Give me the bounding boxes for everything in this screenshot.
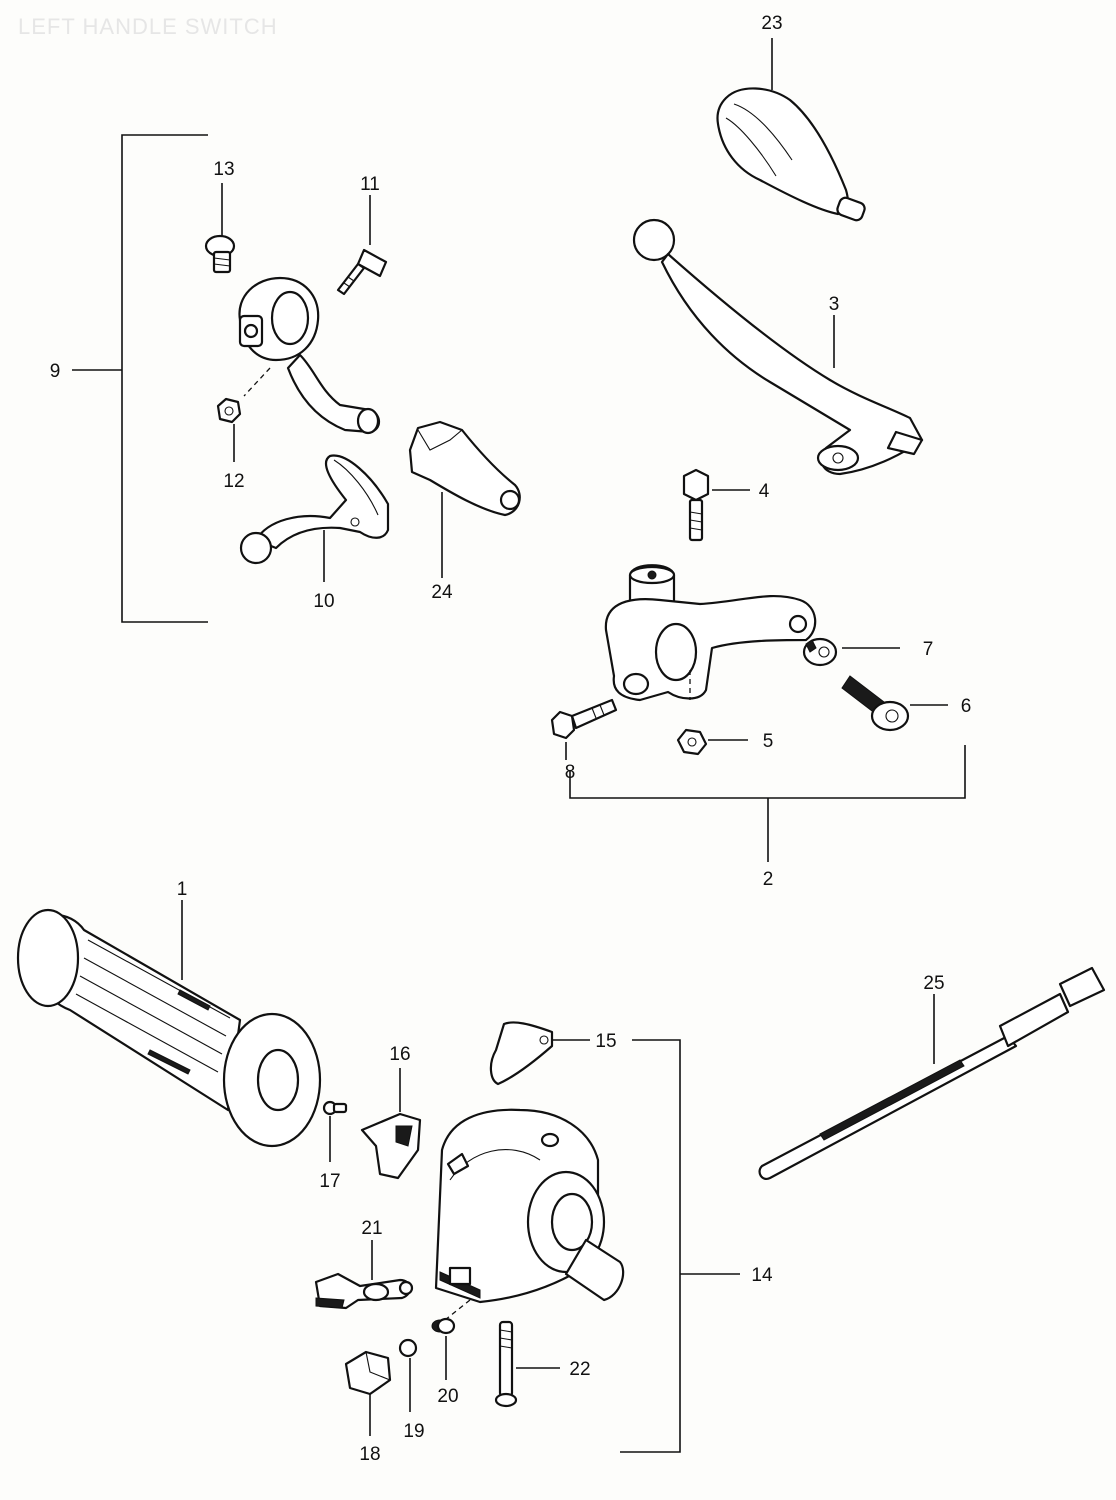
part-17-screw bbox=[322, 1100, 348, 1162]
part-16-knob bbox=[360, 1068, 422, 1180]
part-11-bolt bbox=[336, 195, 388, 296]
callout-24: 24 bbox=[431, 582, 453, 603]
callout-19: 19 bbox=[403, 1421, 424, 1442]
callout-21: 21 bbox=[361, 1218, 382, 1239]
callout-11: 11 bbox=[360, 174, 380, 195]
callout-7: 7 bbox=[923, 639, 934, 660]
callout-13: 13 bbox=[213, 159, 234, 180]
part-5-nut bbox=[676, 728, 748, 756]
callout-3: 3 bbox=[829, 294, 840, 315]
bracket-9 bbox=[72, 134, 208, 623]
callout-9: 9 bbox=[50, 361, 61, 382]
bracket-2 bbox=[569, 745, 966, 862]
callout-12: 12 bbox=[223, 471, 244, 492]
part-8-bolt bbox=[550, 698, 618, 760]
callout-22: 22 bbox=[569, 1359, 590, 1380]
part-25-cable-tie bbox=[758, 966, 1106, 1180]
part-20-screw bbox=[431, 1317, 456, 1380]
callout-15: 15 bbox=[595, 1031, 616, 1052]
callout-8: 8 bbox=[565, 762, 576, 783]
callout-5: 5 bbox=[763, 731, 774, 752]
part-3-clutch-lever bbox=[632, 218, 924, 476]
callout-2: 2 bbox=[763, 869, 774, 890]
callout-10: 10 bbox=[313, 591, 334, 612]
callout-20: 20 bbox=[437, 1386, 458, 1407]
part-24-cover bbox=[408, 420, 521, 578]
bracket-14 bbox=[620, 1039, 740, 1453]
callout-23: 23 bbox=[761, 13, 782, 34]
part-18-button bbox=[344, 1350, 392, 1436]
callout-4: 4 bbox=[759, 481, 770, 502]
part-10-choke-lever bbox=[239, 454, 390, 582]
part-4-bolt bbox=[682, 468, 750, 542]
part-13-screw bbox=[204, 183, 236, 274]
callout-1: 1 bbox=[177, 879, 188, 900]
callout-labels: 1 2 3 4 5 6 7 8 9 10 11 12 13 14 15 16 1… bbox=[50, 13, 972, 1465]
part-21-switch-lever bbox=[314, 1240, 414, 1310]
callout-6: 6 bbox=[961, 696, 972, 717]
part-1-grip bbox=[16, 900, 322, 1148]
lever-holder-9 bbox=[238, 276, 381, 435]
callout-25: 25 bbox=[923, 973, 944, 994]
callout-14: 14 bbox=[751, 1265, 773, 1286]
part-15-switch-knob bbox=[489, 1021, 590, 1086]
part-14-switch-housing bbox=[434, 1108, 625, 1325]
part-23-lever-boot bbox=[716, 38, 866, 222]
callout-18: 18 bbox=[359, 1444, 380, 1465]
lever-holder-2 bbox=[604, 564, 817, 702]
page-title: LEFT HANDLE SWITCH bbox=[18, 14, 278, 39]
part-19-pin bbox=[398, 1338, 418, 1412]
callout-17: 17 bbox=[319, 1171, 340, 1192]
part-7-locknut bbox=[802, 637, 900, 667]
part-22-screw bbox=[494, 1320, 560, 1408]
part-6-adjuster bbox=[841, 675, 948, 732]
callout-16: 16 bbox=[389, 1044, 410, 1065]
part-12-nut bbox=[216, 397, 242, 462]
